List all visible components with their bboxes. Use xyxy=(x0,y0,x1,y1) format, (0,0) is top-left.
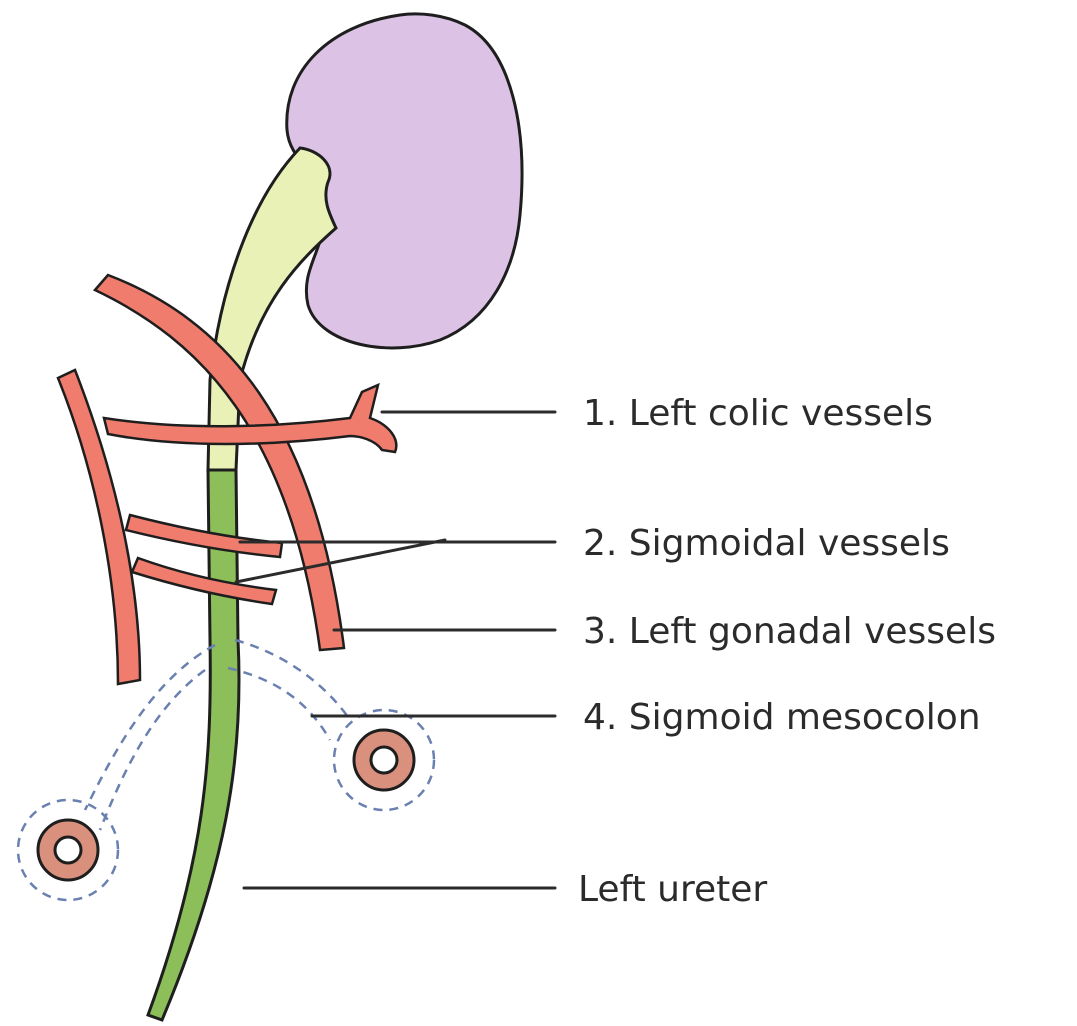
sigmoidal-vessel-lower xyxy=(132,558,276,604)
label-sigmoidal-vessels: 2. Sigmoidal vessels xyxy=(583,523,950,564)
label-left-colic-vessels: 1. Left colic vessels xyxy=(583,393,933,434)
ureter xyxy=(148,470,239,1020)
sigmoid-colon-section-left xyxy=(38,820,98,880)
sigmoidal-vessel-upper xyxy=(126,515,282,557)
sigmoid-colon-section-right xyxy=(354,730,414,790)
label-sigmoid-mesocolon: 4. Sigmoid mesocolon xyxy=(583,697,981,738)
label-left-gonadal-vessels: 3. Left gonadal vessels xyxy=(583,611,996,652)
label-left-ureter: Left ureter xyxy=(578,869,767,910)
